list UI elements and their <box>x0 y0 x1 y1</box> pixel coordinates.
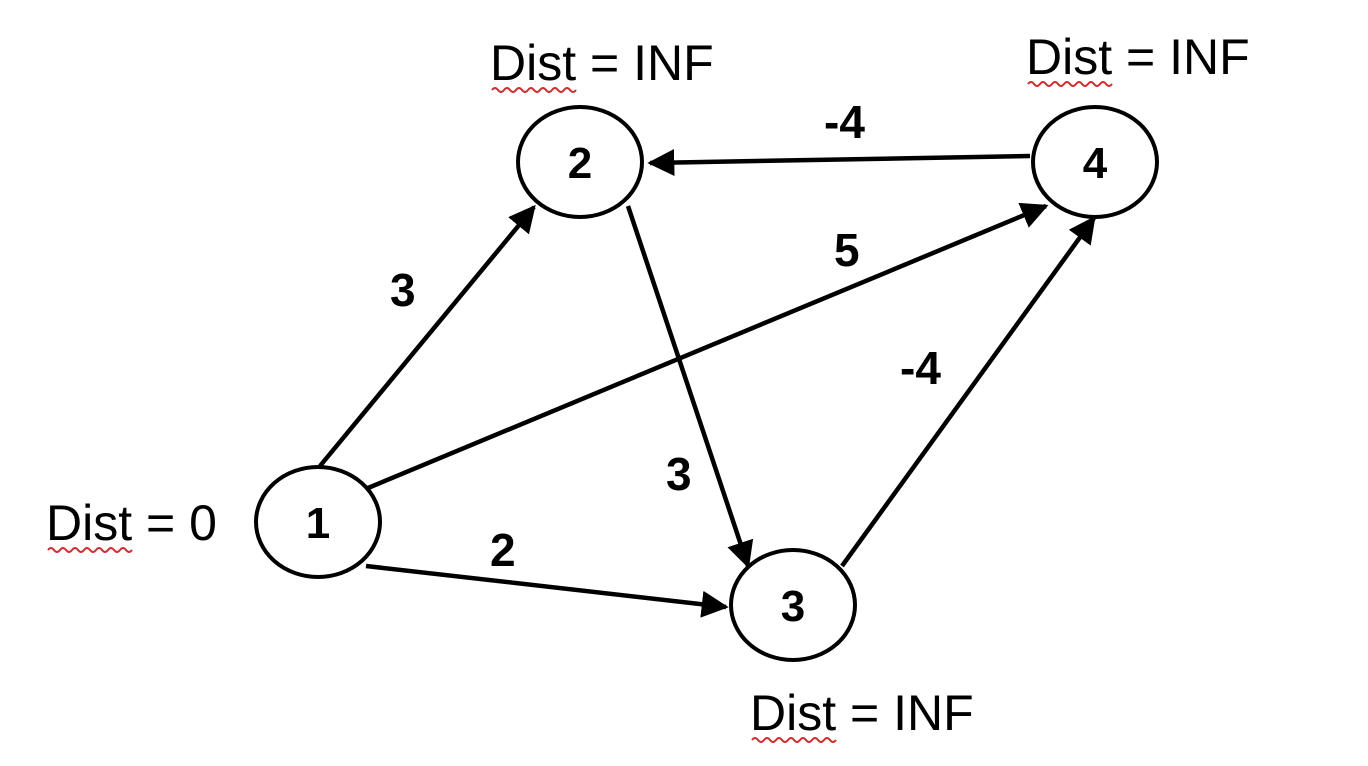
edge-3-4 <box>840 215 1096 568</box>
edge-weight-1-3: 2 <box>490 524 516 576</box>
dist-label-node-2: Dist = INF <box>490 35 714 91</box>
edge-weight-3-4: -4 <box>900 342 941 394</box>
edge-weight-4-2: -4 <box>824 96 865 148</box>
node-2: 2 <box>516 105 644 219</box>
spellcheck-underline-node-3 <box>751 737 837 743</box>
node-1: 1 <box>254 465 382 579</box>
node-1-label: 1 <box>306 499 330 548</box>
edge-4-2 <box>647 149 1031 177</box>
edge-weight-1-2: 3 <box>390 264 416 316</box>
node-3: 3 <box>729 548 857 662</box>
edge-1-4 <box>367 202 1049 491</box>
edge-1-3 <box>365 563 729 618</box>
edge-weight-2-3: 3 <box>666 448 692 500</box>
spellcheck-underline-node-2 <box>491 87 577 93</box>
node-2-label: 2 <box>568 139 592 188</box>
edge-weight-1-4: 5 <box>834 224 860 276</box>
dist-label-node-4: Dist = INF <box>1026 29 1250 85</box>
dist-label-node-1: Dist = 0 <box>46 495 217 551</box>
node-3-label: 3 <box>781 582 805 631</box>
spellcheck-underline-node-4 <box>1027 81 1113 87</box>
edge-2-3 <box>625 205 754 569</box>
edge-1-2 <box>318 204 536 468</box>
dist-label-node-3: Dist = INF <box>750 685 974 741</box>
node-4-label: 4 <box>1083 139 1108 188</box>
node-4: 4 <box>1031 105 1159 219</box>
spellcheck-underline-node-1 <box>47 547 133 553</box>
